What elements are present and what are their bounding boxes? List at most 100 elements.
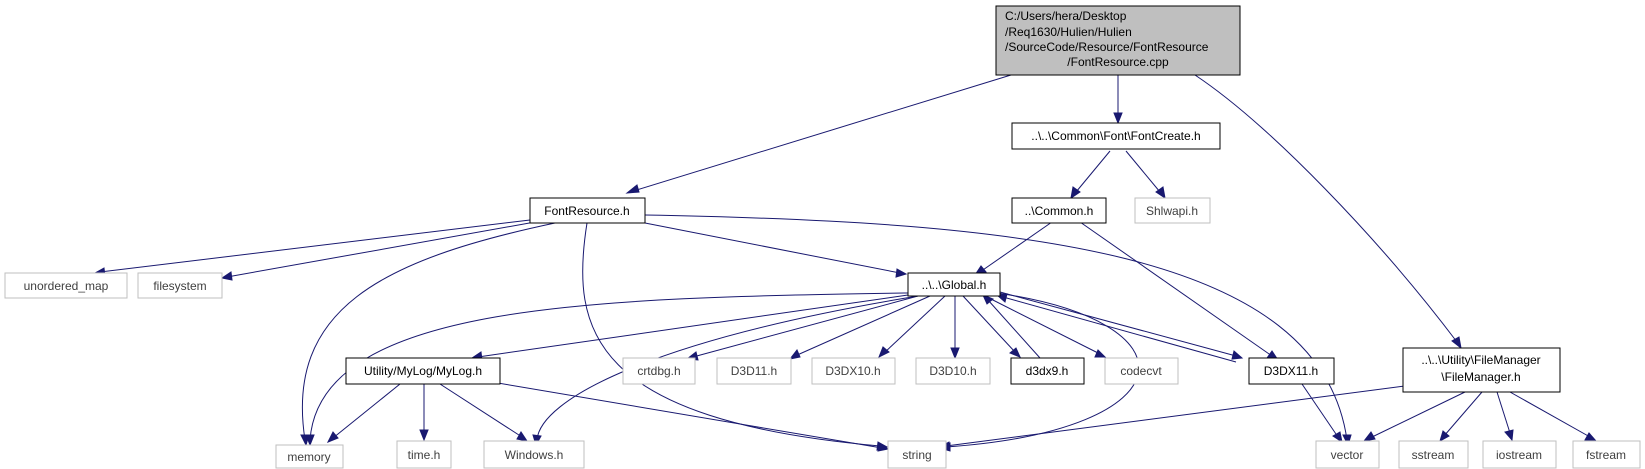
arrowhead — [950, 347, 960, 360]
edge-fontresource-to-memory — [301, 222, 556, 441]
arrowhead — [419, 429, 429, 442]
arrowhead — [1439, 430, 1450, 443]
node-codecvt[interactable]: codecvt — [1104, 357, 1179, 385]
node-label: D3D10.h — [929, 364, 976, 378]
arrowhead — [1362, 431, 1376, 442]
node-sstream[interactable]: sstream — [1398, 440, 1469, 469]
node-label: fstream — [1586, 448, 1626, 462]
edge-mylog-to-windows-h — [439, 383, 523, 438]
edge-fontresource-to-global-h — [644, 222, 901, 274]
node-label: iostream — [1496, 448, 1542, 462]
node-memory[interactable]: memory — [275, 444, 344, 469]
node-fontresource-cpp[interactable]: C:/Users/hera/Desktop /Req1630/Hulien/Hu… — [995, 5, 1241, 76]
node-label: memory — [287, 450, 330, 464]
node-label-line: C:/Users/hera/Desktop — [1005, 9, 1127, 23]
node-label: d3dx9.h — [1026, 364, 1069, 378]
arrowhead — [1155, 186, 1166, 200]
arrowhead — [1070, 186, 1081, 200]
edge-fontresource-to-vector — [644, 214, 1348, 441]
node-label: Utility/MyLog/MyLog.h — [364, 364, 482, 378]
edges — [93, 74, 1598, 452]
node-label: unordered_map — [24, 279, 109, 293]
node-fontresource-h[interactable]: FontResource.h — [529, 197, 646, 224]
node-label: filesystem — [153, 279, 206, 293]
node-windows-h[interactable]: Windows.h — [483, 440, 585, 469]
node-label: FontResource.h — [544, 204, 629, 218]
arrowhead — [877, 442, 890, 452]
edge-d3dx11-to-vector — [1301, 383, 1339, 438]
edge-cpp-to-filemanager-h — [1194, 74, 1458, 343]
edge-fontcreate-to-shlwapi-h — [1125, 150, 1161, 193]
arrowhead — [305, 434, 315, 447]
node-label: ..\..\Global.h — [922, 278, 987, 292]
edge-global-to-crtdbg-h — [692, 295, 919, 358]
node-fontcreate-h[interactable]: ..\..\Common\Font\FontCreate.h — [1011, 122, 1221, 150]
node-d3dx11-h[interactable]: D3DX11.h — [1248, 357, 1335, 385]
node-time-h[interactable]: time.h — [396, 440, 452, 469]
node-label-line: /SourceCode/Resource/FontResource — [1005, 40, 1209, 54]
arrowhead — [1451, 336, 1462, 350]
edge-fontresource-to-string — [582, 222, 881, 447]
node-common-h[interactable]: ..\Common.h — [1011, 197, 1107, 224]
arrowhead — [878, 346, 890, 359]
arrowhead — [1009, 347, 1021, 358]
edge-global-to-d3dx9-h — [962, 295, 1016, 353]
node-iostream[interactable]: iostream — [1482, 440, 1557, 469]
edge-mylog-to-memory — [332, 383, 401, 439]
node-d3dx10-h[interactable]: D3DX10.h — [811, 357, 896, 385]
edge-common-to-global-h — [979, 221, 1053, 273]
node-d3d10-h[interactable]: D3D10.h — [915, 357, 991, 385]
edge-filemanager-to-fstream — [1509, 391, 1591, 438]
arrowhead — [1504, 429, 1514, 442]
node-label: Windows.h — [505, 448, 564, 462]
arrowhead — [1342, 434, 1352, 447]
arrowhead — [895, 268, 908, 278]
arrowhead — [1332, 431, 1343, 444]
edge-fontresource-to-unordered-map — [99, 219, 531, 273]
edge-fontcreate-to-common-h — [1075, 150, 1111, 193]
node-label: crtdbg.h — [637, 364, 680, 378]
node-fstream[interactable]: fstream — [1572, 440, 1641, 469]
node-label: D3DX10.h — [825, 364, 880, 378]
node-global-h[interactable]: ..\..\Global.h — [907, 272, 1001, 297]
node-d3dx9-h[interactable]: d3dx9.h — [1010, 357, 1085, 385]
edge-global-to-d3dx10-h — [883, 295, 946, 354]
node-string[interactable]: string — [887, 440, 947, 469]
edge-filemanager-to-iostream — [1496, 391, 1511, 434]
node-d3d11-h[interactable]: D3D11.h — [716, 357, 792, 385]
arrowhead — [1094, 349, 1107, 358]
node-filesystem[interactable]: filesystem — [137, 272, 223, 299]
node-mylog-h[interactable]: Utility/MyLog/MyLog.h — [345, 357, 501, 385]
edge-filemanager-to-vector — [1369, 391, 1466, 439]
node-label-line: /Req1630/Hulien/Hulien — [1005, 25, 1132, 39]
edge-cpp-to-fontresource-h — [629, 74, 1012, 193]
node-unordered-map[interactable]: unordered_map — [4, 272, 128, 299]
node-label: sstream — [1412, 448, 1455, 462]
edge-global-to-d3d11-h — [794, 295, 931, 357]
edge-common-to-d3dx11-h — [1079, 221, 1273, 357]
node-label: D3DX11.h — [1264, 364, 1318, 378]
node-crtdbg-h[interactable]: crtdbg.h — [622, 357, 696, 385]
arrowhead — [1584, 432, 1598, 442]
edge-fontresource-to-filesystem — [226, 221, 536, 278]
arrowhead — [220, 271, 233, 281]
node-label: string — [902, 448, 931, 462]
arrowhead — [788, 349, 801, 360]
node-label: codecvt — [1120, 364, 1162, 378]
arrowhead — [516, 431, 529, 442]
edge-d3dx9-to-global-h — [987, 299, 1041, 359]
node-shlwapi-h[interactable]: Shlwapi.h — [1134, 197, 1211, 224]
node-label: ..\..\Common\Font\FontCreate.h — [1031, 129, 1200, 143]
node-label: Shlwapi.h — [1146, 204, 1198, 218]
arrowhead — [326, 431, 339, 443]
node-filemanager-h[interactable]: ..\..\Utility\FileManager \FileManager.h — [1402, 347, 1561, 393]
arrowhead — [625, 184, 640, 194]
node-label-line: \FileManager.h — [1441, 370, 1520, 384]
edge-d3dx11-to-global-h — [1002, 296, 1237, 363]
arrowhead — [1231, 350, 1244, 360]
node-label-line: ..\..\Utility\FileManager — [1421, 353, 1540, 367]
node-label: vector — [1331, 448, 1364, 462]
node-label: time.h — [408, 448, 441, 462]
node-vector[interactable]: vector — [1315, 440, 1380, 469]
